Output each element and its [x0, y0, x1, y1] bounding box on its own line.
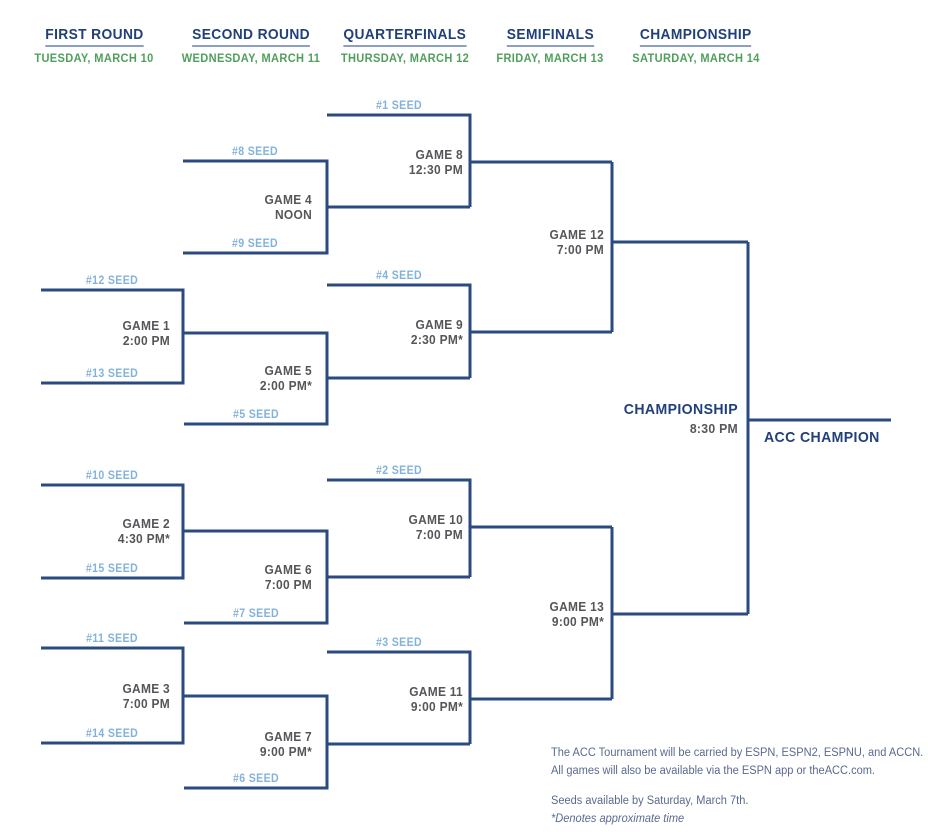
round-title: CHAMPIONSHIP: [640, 26, 752, 47]
seed-label-2: #2 SEED: [375, 465, 423, 477]
game-3-label: GAME 3 7:00 PM: [69, 681, 170, 711]
footer-notes: The ACC Tournament will be carried by ES…: [551, 744, 923, 828]
game-time: 2:30 PM*: [410, 332, 463, 347]
game-time: 2:00 PM: [122, 333, 170, 348]
seed-label-7: #7 SEED: [232, 608, 280, 620]
game-2-label: GAME 2 4:30 PM*: [69, 516, 170, 546]
approximate-time-note: *Denotes approximate time: [551, 813, 685, 825]
round-date: WEDNESDAY, MARCH 11: [181, 51, 321, 65]
seed-label-10: #10 SEED: [85, 470, 139, 482]
round-title: FIRST ROUND: [44, 26, 144, 47]
game-name: GAME 10: [408, 512, 463, 527]
game-name: GAME 12: [549, 227, 604, 242]
round-date: THURSDAY, MARCH 12: [340, 51, 470, 65]
game-name: GAME 3: [122, 681, 170, 696]
game-1-label: GAME 1 2:00 PM: [69, 318, 170, 348]
game-6-label: GAME 6 7:00 PM: [211, 562, 312, 592]
bracket-line-game-8: [327, 113, 472, 207]
seed-label-1: #1 SEED: [375, 100, 423, 112]
column-header-championship: CHAMPIONSHIP SATURDAY, MARCH 14: [586, 26, 806, 65]
seeds-note: Seeds available by Saturday, March 7th.: [551, 795, 749, 807]
game-4-label: GAME 4 NOON: [211, 192, 312, 222]
game-12-label: GAME 12 7:00 PM: [503, 227, 604, 257]
seed-label-4: #4 SEED: [375, 270, 423, 282]
seed-label-14: #14 SEED: [85, 728, 139, 740]
game-11-label: GAME 11 9:00 PM*: [362, 684, 463, 714]
seed-label-8: #8 SEED: [231, 146, 279, 158]
game-name: GAME 9: [415, 317, 463, 332]
game-name: GAME 4: [264, 192, 312, 207]
seed-label-6: #6 SEED: [232, 773, 280, 785]
round-date: SATURDAY, MARCH 14: [632, 51, 760, 65]
game-7-label: GAME 7 9:00 PM*: [211, 729, 312, 759]
game-name: GAME 8: [415, 147, 463, 162]
seed-label-3: #3 SEED: [375, 637, 423, 649]
game-time: 7:00 PM: [122, 696, 170, 711]
round-title: QUARTERFINALS: [343, 26, 467, 47]
seed-label-12: #12 SEED: [85, 275, 139, 287]
round-title: SEMIFINALS: [506, 26, 594, 47]
game-time: 7:00 PM: [556, 242, 604, 257]
bracket-line-game-7: [183, 694, 329, 790]
game-8-label: GAME 8 12:30 PM: [362, 147, 463, 177]
column-header-second-round: SECOND ROUND WEDNESDAY, MARCH 11: [141, 26, 361, 65]
game-name: GAME 2: [122, 516, 170, 531]
game-13-label: GAME 13 9:00 PM*: [503, 599, 604, 629]
game-time: 7:00 PM: [415, 527, 463, 542]
game-time: 2:00 PM*: [259, 378, 312, 393]
game-time: 9:00 PM*: [259, 744, 312, 759]
championship-time: 8:30 PM: [689, 421, 738, 436]
acc-champion-label: ACC CHAMPION: [764, 429, 880, 446]
championship-game-label: CHAMPIONSHIP 8:30 PM: [606, 401, 738, 436]
game-time: 4:30 PM*: [117, 531, 170, 546]
column-header-semifinals: SEMIFINALS FRIDAY, MARCH 13: [440, 26, 660, 65]
championship-title: CHAMPIONSHIP: [623, 401, 738, 418]
game-5-label: GAME 5 2:00 PM*: [211, 363, 312, 393]
bracket-line-game-1: [41, 288, 185, 385]
round-date: TUESDAY, MARCH 10: [34, 51, 154, 65]
round-title: SECOND ROUND: [192, 26, 310, 47]
game-10-label: GAME 10 7:00 PM: [362, 512, 463, 542]
game-time: 9:00 PM*: [410, 699, 463, 714]
seed-label-13: #13 SEED: [85, 368, 139, 380]
game-9-label: GAME 9 2:30 PM*: [362, 317, 463, 347]
seed-label-5: #5 SEED: [232, 409, 280, 421]
game-name: GAME 6: [264, 562, 312, 577]
game-time: 12:30 PM: [408, 162, 463, 177]
game-name: GAME 5: [264, 363, 312, 378]
bracket-line-game-10: [327, 478, 472, 577]
round-date: FRIDAY, MARCH 13: [496, 51, 604, 65]
seed-label-9: #9 SEED: [231, 238, 279, 250]
game-time: 9:00 PM*: [551, 614, 604, 629]
game-name: GAME 7: [264, 729, 312, 744]
seed-label-11: #11 SEED: [86, 633, 138, 645]
bracket-line-game-9: [327, 283, 472, 378]
bracket-line-game-11: [327, 650, 472, 744]
game-name: GAME 11: [409, 684, 463, 699]
column-header-first-round: FIRST ROUND TUESDAY, MARCH 10: [0, 26, 204, 65]
column-header-quarterfinals: QUARTERFINALS THURSDAY, MARCH 12: [295, 26, 515, 65]
broadcast-note-line2: All games will also be available via the…: [551, 765, 875, 777]
seed-label-15: #15 SEED: [85, 563, 139, 575]
game-name: GAME 13: [549, 599, 604, 614]
game-time: NOON: [275, 207, 312, 222]
broadcast-note-line1: The ACC Tournament will be carried by ES…: [551, 747, 924, 759]
game-name: GAME 1: [122, 318, 170, 333]
game-time: 7:00 PM: [264, 577, 312, 592]
